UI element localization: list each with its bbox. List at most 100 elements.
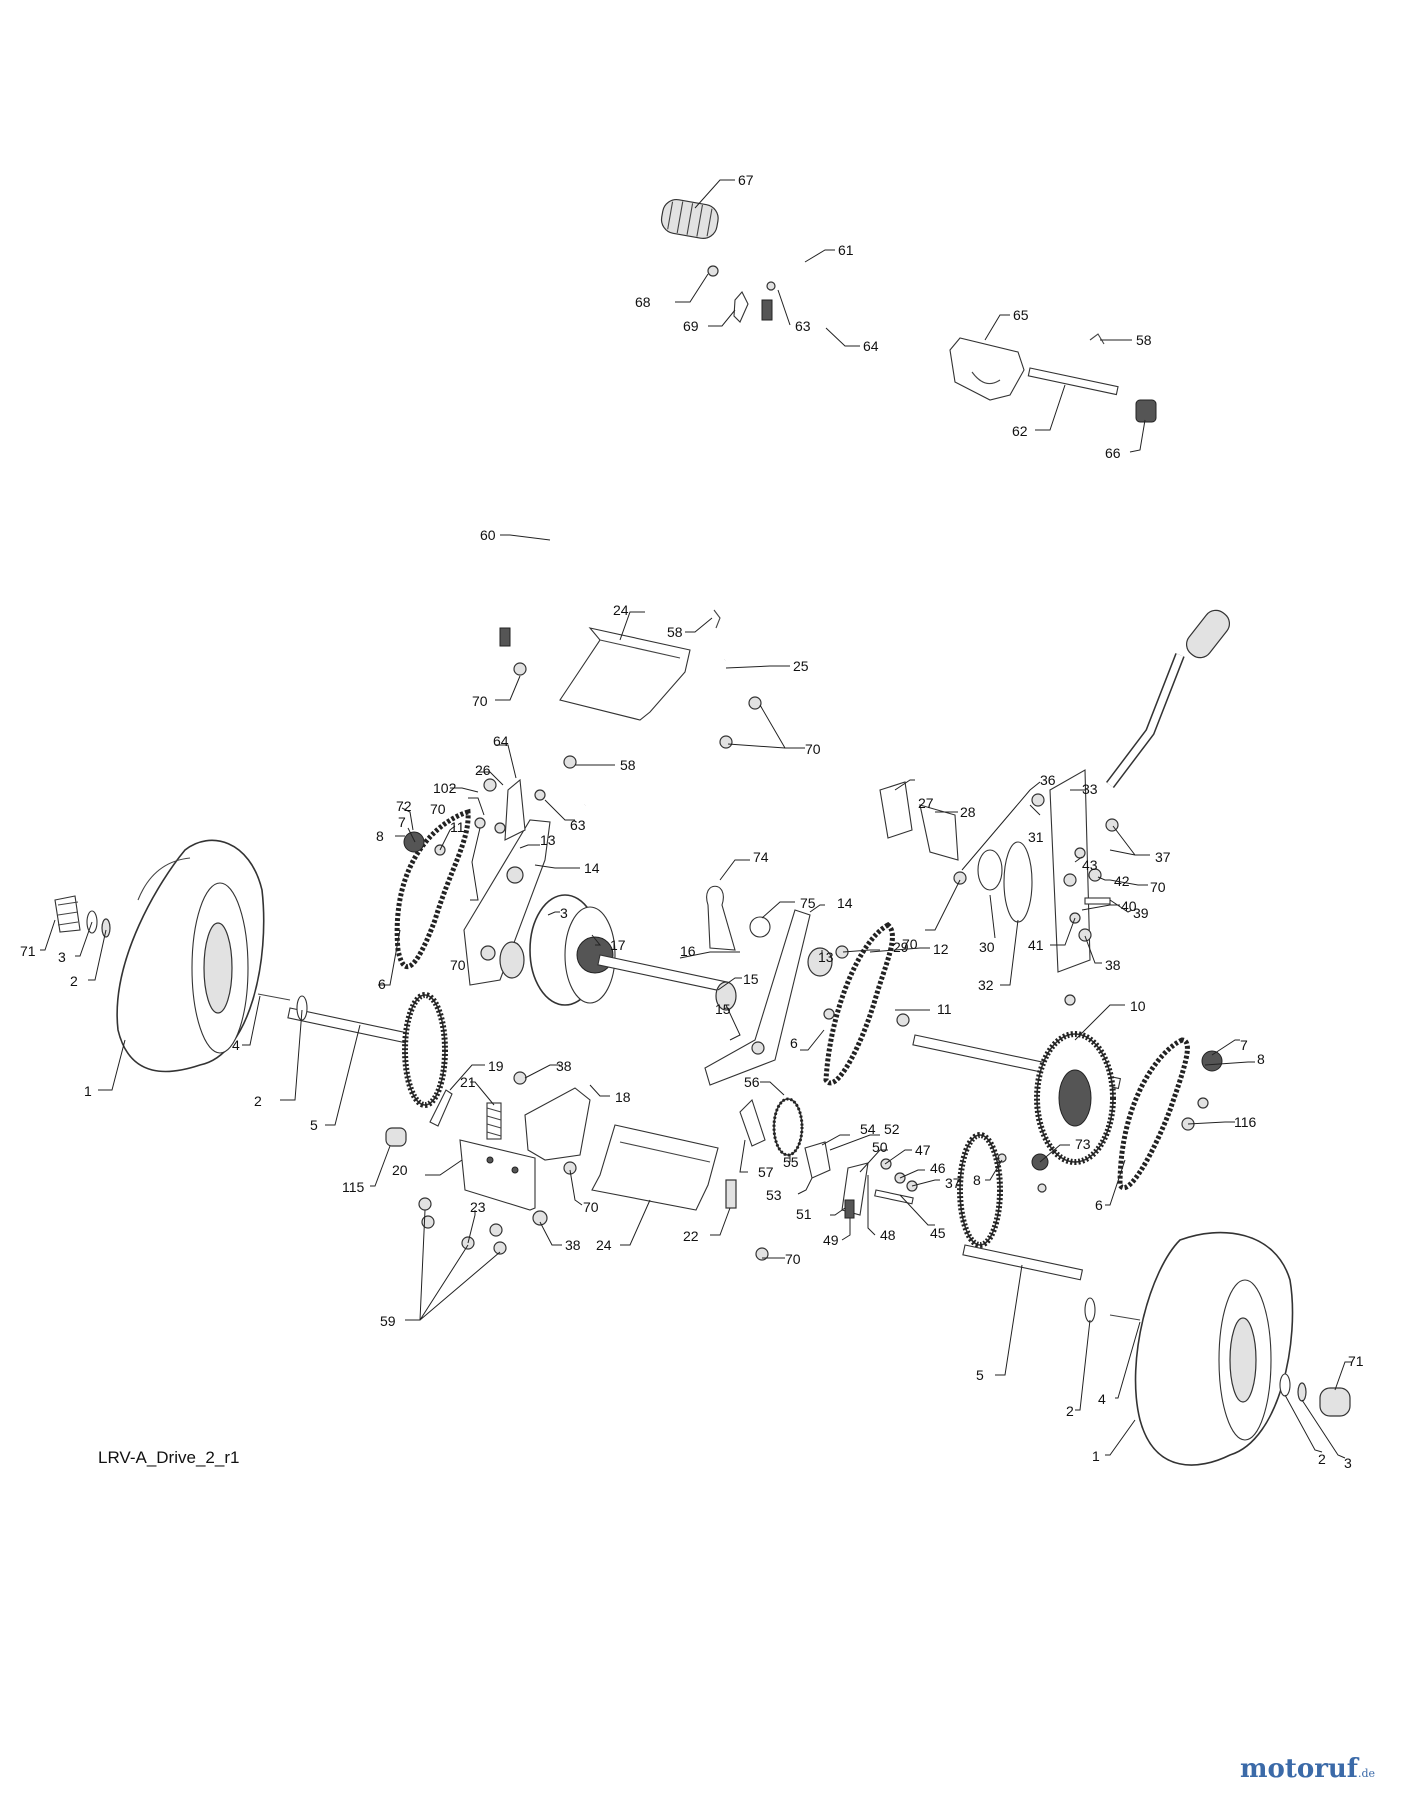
svg-text:20: 20 bbox=[392, 1162, 408, 1178]
callout-label: 41 bbox=[1028, 917, 1076, 953]
svg-text:45: 45 bbox=[930, 1225, 946, 1241]
svg-text:63: 63 bbox=[795, 318, 811, 334]
callout-label: 38 bbox=[1084, 935, 1121, 973]
right-chain bbox=[1117, 1037, 1190, 1191]
callout-label: 70 bbox=[569, 1169, 599, 1215]
svg-text:54: 54 bbox=[860, 1121, 876, 1137]
callout-label: 5 bbox=[976, 1264, 1023, 1383]
lever-grip bbox=[1185, 609, 1231, 659]
callout-label: 36 bbox=[961, 772, 1056, 871]
callout-label: 67 bbox=[694, 172, 754, 209]
svg-text:8: 8 bbox=[973, 1172, 981, 1188]
svg-text:70: 70 bbox=[785, 1251, 801, 1267]
callout-label: 38 bbox=[524, 1058, 572, 1079]
callout-label: 6 bbox=[1095, 1159, 1126, 1213]
svg-text:63: 63 bbox=[570, 817, 586, 833]
callout-label: 2 bbox=[70, 929, 107, 989]
callout-label: 15 bbox=[717, 971, 759, 991]
svg-text:43: 43 bbox=[1082, 857, 1098, 873]
svg-text:41: 41 bbox=[1028, 937, 1044, 953]
svg-text:14: 14 bbox=[584, 860, 600, 876]
watermark-brand: motoruf bbox=[1240, 1754, 1358, 1784]
svg-text:29: 29 bbox=[893, 939, 909, 955]
callout-label: 70 bbox=[472, 675, 521, 709]
callout-label: 71 bbox=[20, 919, 56, 959]
svg-text:59: 59 bbox=[380, 1313, 396, 1329]
svg-text:26: 26 bbox=[475, 762, 491, 778]
callout-label: 1 bbox=[1092, 1419, 1136, 1464]
callout-label: 23 bbox=[467, 1199, 486, 1244]
svg-text:48: 48 bbox=[880, 1227, 896, 1243]
callout-label: 1 bbox=[84, 1039, 126, 1099]
svg-text:62: 62 bbox=[1012, 423, 1028, 439]
callout-label: 74 bbox=[719, 849, 769, 881]
callout-label: 115 bbox=[342, 1145, 391, 1195]
callout-label: 8 bbox=[376, 828, 405, 844]
svg-text:3: 3 bbox=[560, 905, 568, 921]
callout-label: 70 bbox=[842, 936, 918, 953]
callout-label: 38 bbox=[539, 1221, 581, 1253]
svg-text:18: 18 bbox=[615, 1089, 631, 1105]
callout-label: 5 bbox=[310, 1024, 361, 1133]
svg-text:6: 6 bbox=[1095, 1197, 1103, 1213]
callout-label: 4 bbox=[232, 995, 261, 1053]
callout-label: 32 bbox=[978, 919, 1019, 993]
svg-text:58: 58 bbox=[620, 757, 636, 773]
callout-group: 67 61 68 69 63 64 65 58 62 66 60 24 58 2… bbox=[20, 172, 1364, 1471]
svg-text:15: 15 bbox=[715, 1001, 731, 1017]
svg-text:75: 75 bbox=[800, 895, 816, 911]
callout-label: 13 bbox=[818, 949, 834, 965]
link-plate-lower bbox=[591, 1124, 719, 1211]
callout-label: 50 bbox=[859, 1139, 888, 1173]
svg-text:47: 47 bbox=[915, 1142, 931, 1158]
right-side-plate bbox=[704, 909, 811, 1086]
callout-label: 43 bbox=[1074, 856, 1098, 873]
svg-text:5: 5 bbox=[976, 1367, 984, 1383]
svg-text:2: 2 bbox=[254, 1093, 262, 1109]
left-side-plate bbox=[463, 819, 551, 986]
svg-text:67: 67 bbox=[738, 172, 754, 188]
callout-label: 49 bbox=[823, 1218, 851, 1248]
callout-label: 21 bbox=[460, 1074, 495, 1106]
svg-text:42: 42 bbox=[1114, 873, 1130, 889]
svg-text:30: 30 bbox=[979, 939, 995, 955]
svg-text:32: 32 bbox=[978, 977, 994, 993]
callout-label: 13 bbox=[519, 832, 556, 849]
svg-text:68: 68 bbox=[635, 294, 651, 310]
svg-text:22: 22 bbox=[683, 1228, 699, 1244]
callout-label: 51 bbox=[796, 1206, 846, 1222]
callout-label: 62 bbox=[1012, 384, 1066, 439]
callout-label: 2 bbox=[1066, 1319, 1091, 1419]
svg-text:36: 36 bbox=[1040, 772, 1056, 788]
svg-text:1: 1 bbox=[1092, 1448, 1100, 1464]
svg-text:21: 21 bbox=[460, 1074, 476, 1090]
callout-label: 63 bbox=[777, 289, 811, 334]
callout-label: 29 bbox=[893, 879, 961, 955]
left-drive-housing bbox=[394, 778, 737, 1011]
callout-label: 70 bbox=[727, 704, 821, 757]
callout-label: 68 bbox=[635, 273, 709, 310]
svg-text:33: 33 bbox=[1082, 781, 1098, 797]
svg-text:8: 8 bbox=[1257, 1051, 1265, 1067]
adjust-knob bbox=[1135, 399, 1157, 423]
callout-label: 56 bbox=[744, 1074, 785, 1096]
link-plate-upper bbox=[559, 627, 691, 721]
svg-text:49: 49 bbox=[823, 1232, 839, 1248]
callout-label: 75 bbox=[761, 895, 816, 919]
callout-label: 6 bbox=[378, 929, 401, 992]
callout-label: 47 bbox=[884, 1142, 931, 1165]
svg-text:71: 71 bbox=[20, 943, 36, 959]
callout-label: 70 bbox=[1109, 879, 1166, 895]
callout-label: 3 bbox=[1301, 1399, 1352, 1471]
svg-text:71: 71 bbox=[1348, 1353, 1364, 1369]
svg-text:7: 7 bbox=[398, 814, 406, 830]
callout-label: 64 bbox=[825, 327, 879, 354]
svg-text:28: 28 bbox=[960, 804, 976, 820]
callout-label: 66 bbox=[1105, 419, 1146, 461]
callout-label: 18 bbox=[589, 1084, 631, 1105]
callout-label: 58 bbox=[667, 617, 713, 640]
svg-text:37: 37 bbox=[945, 1175, 961, 1191]
svg-text:24: 24 bbox=[596, 1237, 612, 1253]
callout-label: 22 bbox=[683, 1207, 731, 1244]
svg-text:16: 16 bbox=[680, 943, 696, 959]
